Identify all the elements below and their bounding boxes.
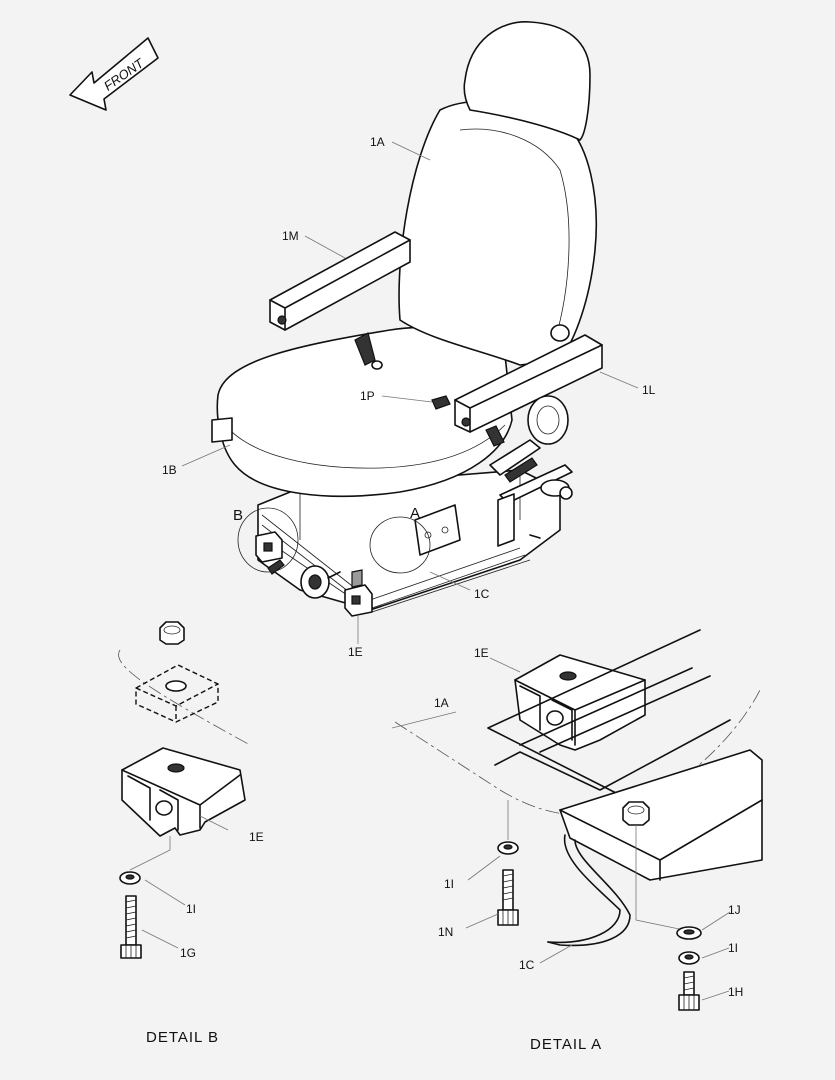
callout-1e-main: 1E: [348, 645, 363, 659]
callout-1a-detail-a: 1A: [434, 696, 449, 710]
callout-1m: 1M: [282, 229, 299, 243]
left-armrest: [269, 231, 411, 331]
callout-1n: 1N: [438, 925, 453, 939]
callout-1e-detail-b: 1E: [249, 830, 264, 844]
callout-a: A: [410, 505, 420, 522]
seat-base: [255, 464, 573, 617]
callout-1i-detail-a: 1I: [444, 877, 454, 891]
callout-labels: 1A 1M 1P 1L 1B B A 1C 1E 1E 1A 1I 1N 1J …: [162, 135, 743, 999]
seat-headrest: [463, 21, 591, 141]
callout-1i-detail-a-2: 1I: [728, 941, 738, 955]
callout-1b: 1B: [162, 463, 177, 477]
callout-1h: 1H: [728, 985, 743, 999]
callout-1l: 1L: [642, 383, 656, 397]
callout-1a-main: 1A: [370, 135, 385, 149]
caption-detail-b: DETAIL B: [146, 1029, 219, 1046]
callout-1c-detail-a: 1C: [519, 958, 535, 972]
right-armrest: [454, 334, 603, 433]
detail-a: [391, 629, 763, 1011]
callout-1p: 1P: [360, 389, 375, 403]
detail-b: [118, 621, 251, 959]
detail-circle-b: [237, 507, 299, 573]
front-arrow-icon: FRONT: [69, 37, 159, 111]
callout-1c-main: 1C: [474, 587, 490, 601]
seat-cushion: [216, 326, 513, 498]
seat-assembly: [211, 21, 603, 617]
seatbelt-buckle: [431, 395, 451, 410]
callout-1e-detail-a: 1E: [474, 646, 489, 660]
detail-circle-a: [369, 516, 431, 574]
caption-detail-a: DETAIL A: [530, 1036, 602, 1053]
detail-captions: DETAIL B DETAIL A: [146, 1029, 602, 1053]
callout-1j: 1J: [728, 903, 741, 917]
callout-1i-detail-b: 1I: [186, 902, 196, 916]
seatbelt-strap: [354, 332, 376, 366]
main-leaders: [181, 141, 639, 644]
seat-backrest: [398, 100, 598, 366]
callout-1g: 1G: [180, 946, 196, 960]
callout-b: B: [233, 507, 243, 524]
